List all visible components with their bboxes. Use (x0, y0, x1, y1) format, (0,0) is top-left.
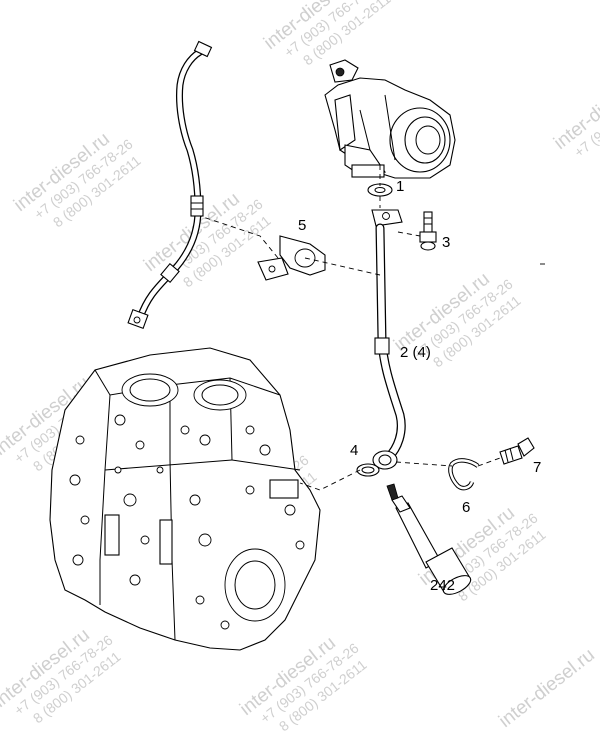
watermark-site: inter-diesel.ru (495, 645, 599, 732)
callout-242: 242 (430, 577, 455, 594)
callout-4: 4 (350, 442, 358, 459)
clip-part-6 (448, 458, 480, 491)
callout-7: 7 (533, 459, 541, 476)
screw-part-7 (499, 437, 535, 465)
clamp-part-5 (257, 235, 326, 281)
oil-return-pipe (371, 209, 406, 470)
engine-block (49, 347, 321, 651)
flexible-hose (127, 40, 213, 330)
sealant-tube-242 (386, 483, 472, 595)
bolt-part-3 (419, 211, 437, 251)
o-ring-part-4 (356, 463, 380, 477)
callout-5: 5 (298, 217, 306, 234)
callout-6: 6 (462, 499, 470, 516)
callout-3: 3 (442, 234, 450, 251)
callout-2-4: 2 (4) (400, 344, 431, 361)
callout-1: 1 (396, 178, 404, 195)
callouts: 1 2 (4) 3 4 5 6 7 242 (298, 178, 541, 594)
leader-lines (199, 165, 548, 491)
turbocharger (324, 59, 456, 179)
